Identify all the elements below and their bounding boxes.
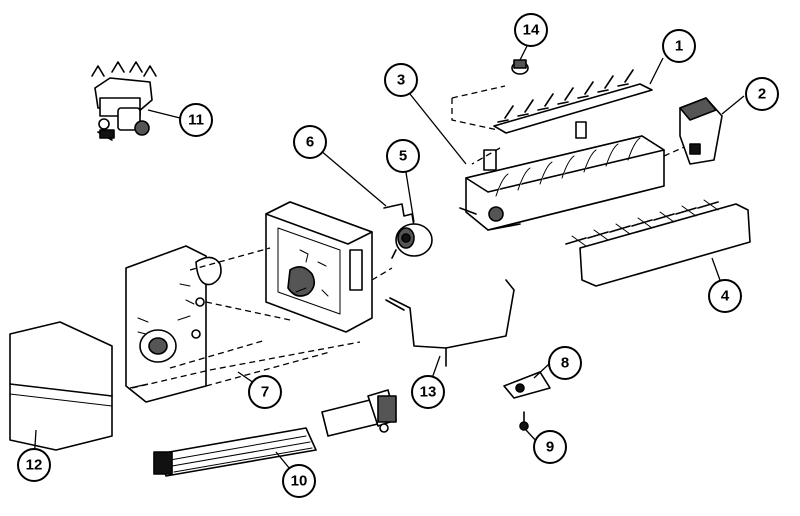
callout-10: 10: [282, 464, 316, 498]
callout-9: 9: [533, 430, 567, 464]
svg-text:4: 4: [721, 288, 730, 305]
svg-text:11: 11: [188, 112, 204, 129]
part-clip: [503, 371, 551, 399]
part-ejector: [493, 69, 653, 134]
callout-4: 4: [708, 279, 742, 313]
svg-text:10: 10: [291, 473, 308, 490]
callout-2: 2: [745, 77, 779, 111]
part-mounting-plate: [125, 245, 222, 403]
housing-guide-line: [169, 247, 393, 387]
svg-text:2: 2: [758, 86, 766, 103]
svg-text:3: 3: [397, 72, 405, 89]
part-ice-mold: [459, 121, 665, 231]
svg-text:7: 7: [261, 384, 269, 401]
part-water-valve: [91, 61, 157, 141]
svg-text:5: 5: [399, 148, 407, 165]
part-cover-box: [9, 321, 113, 451]
svg-text:13: 13: [420, 384, 437, 401]
part-harness-line: [131, 341, 361, 389]
callout-7: 7: [248, 375, 282, 409]
ejector-guide-line: [451, 85, 506, 131]
svg-text:12: 12: [26, 457, 43, 474]
part-screw: [519, 411, 529, 431]
part-front-cover: [565, 199, 751, 287]
svg-text:14: 14: [523, 22, 540, 39]
callout-5: 5: [386, 139, 420, 173]
callout-14: 14: [514, 13, 548, 47]
callout-8: 8: [548, 346, 582, 380]
callout-3: 3: [384, 63, 418, 97]
part-fill-cup: [679, 97, 723, 165]
part-heater-assembly: [153, 389, 397, 477]
part-thermostat: [391, 223, 433, 259]
part-control-housing: [265, 201, 373, 333]
callout-12: 12: [17, 448, 51, 482]
callout-1: 1: [662, 29, 696, 63]
callout-13: 13: [411, 375, 445, 409]
callout-6: 6: [293, 125, 327, 159]
callout-11: 11: [179, 103, 213, 137]
svg-text:6: 6: [306, 134, 314, 151]
svg-text:8: 8: [561, 355, 569, 372]
svg-text:9: 9: [546, 439, 554, 456]
part-shutoff-arm: [385, 279, 515, 367]
part-cap: [511, 59, 529, 75]
svg-text:1: 1: [675, 38, 683, 55]
